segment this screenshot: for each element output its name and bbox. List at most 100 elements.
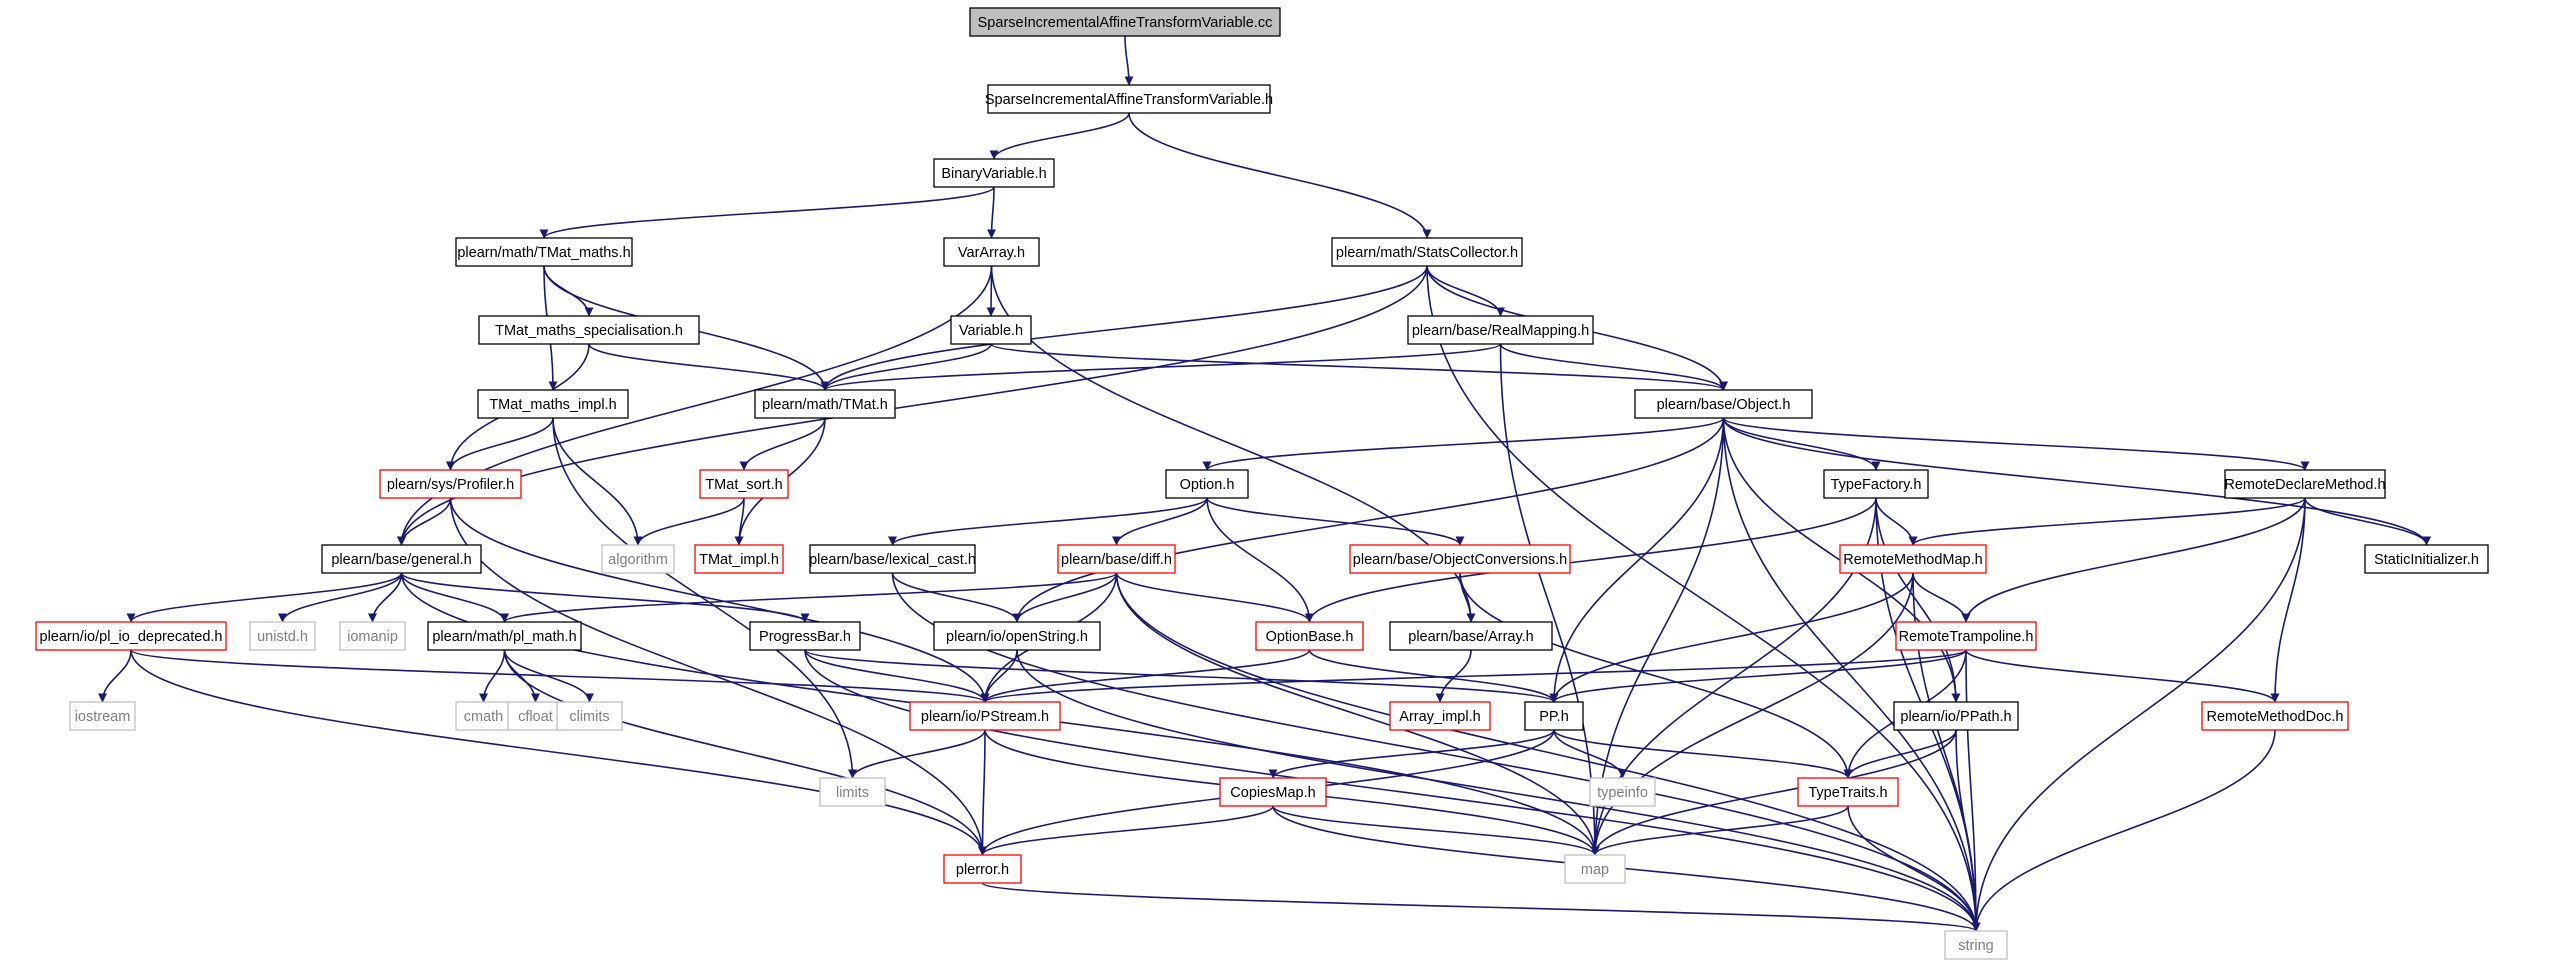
- node-plearn-io-ppath-h[interactable]: plearn/io/PPath.h: [1893, 701, 2019, 731]
- edge-plerror-to-string: [981, 882, 1981, 932]
- node-copiesmap-h[interactable]: CopiesMap.h: [1219, 777, 1327, 807]
- edge-remotedecl-to-string: [1971, 497, 2306, 932]
- edge-remotemethoddoc-to-string: [1971, 729, 2276, 932]
- node-plearn-base-object-h[interactable]: plearn/base/Object.h: [1634, 389, 1813, 419]
- node-iomanip: iomanip: [339, 621, 406, 651]
- edge-general-to-unistd: [278, 572, 403, 623]
- node-box: [1839, 544, 1987, 574]
- node-plearn-math-pl-math-h[interactable]: plearn/math/pl_math.h: [427, 621, 582, 651]
- node-label: plearn/base/general.h: [331, 552, 471, 568]
- node-label: Option.h: [1180, 477, 1235, 493]
- node-cfloat: cfloat: [507, 701, 564, 731]
- node-plearn-math-tmat-maths-h[interactable]: plearn/math/TMat_maths.h: [455, 237, 633, 267]
- edge-remotemethodmap-to-remotetramp: [1912, 572, 1971, 623]
- edge-openstring-to-string: [1016, 649, 1981, 932]
- node-plearn-math-tmat-h[interactable]: plearn/math/TMat.h: [754, 389, 896, 419]
- node-plearn-base-objectconversions-h[interactable]: plearn/base/ObjectConversions.h: [1349, 544, 1571, 574]
- node-box: [1944, 930, 2008, 960]
- edge-general-to-progressbar: [400, 572, 810, 623]
- node-tmat-maths-specialisation-h[interactable]: TMat_maths_specialisation.h: [478, 315, 700, 345]
- edge-statscoll-to-string: [1426, 265, 1981, 932]
- edge-profiler-to-general: [397, 497, 452, 546]
- node-plearn-base-diff-h[interactable]: plearn/base/diff.h: [1057, 544, 1176, 574]
- node-label: plearn/base/Object.h: [1657, 397, 1791, 413]
- edges-layer: [98, 35, 2431, 932]
- node-label: plearn/base/RealMapping.h: [1412, 323, 1589, 339]
- edge-pp-to-typeinfo: [1553, 729, 1627, 779]
- node-label: BinaryVariable.h: [941, 166, 1046, 182]
- node-label: plearn/math/StatsCollector.h: [1336, 245, 1518, 261]
- node-box: [1255, 621, 1364, 651]
- node-label: SparseIncrementalAffineTransformVariable…: [985, 92, 1273, 108]
- edge-remotedecl-to-remotemethodmap: [1908, 497, 2306, 546]
- node-remotedeclaremethod-h[interactable]: RemoteDeclareMethod.h: [2224, 469, 2386, 499]
- node-label: TypeTraits.h: [1808, 785, 1887, 801]
- node-binaryvariable-h[interactable]: BinaryVariable.h: [933, 158, 1055, 188]
- node-vararray-h[interactable]: VarArray.h: [943, 237, 1040, 267]
- edge-remotetramp-to-remotemethoddoc: [1965, 649, 2280, 703]
- node-tmat-impl-h[interactable]: TMat_impl.h: [694, 544, 784, 574]
- edge-optionbase-to-pstream: [980, 649, 1311, 703]
- node-map: map: [1564, 854, 1626, 884]
- node-box: [35, 621, 227, 651]
- edge-root-to-sitv_h: [1124, 35, 1134, 86]
- node-label: OptionBase.h: [1266, 629, 1354, 645]
- node-plearn-math-statscollector-h[interactable]: plearn/math/StatsCollector.h: [1331, 237, 1523, 267]
- node-label: TMat_maths_impl.h: [489, 397, 616, 413]
- edge-progressbar-to-pstream: [804, 649, 990, 703]
- node-plerror-h[interactable]: plerror.h: [943, 854, 1022, 884]
- node-box: [556, 701, 623, 731]
- node-option-h[interactable]: Option.h: [1165, 469, 1249, 499]
- edge-pl_io_dep-to-plerror: [130, 649, 987, 856]
- edge-remotetramp-to-pstream: [980, 649, 1967, 703]
- node-cmath: cmath: [455, 701, 512, 731]
- node-box: [1797, 777, 1899, 807]
- node-box: [321, 544, 482, 574]
- node-plearn-io-openstring-h[interactable]: plearn/io/openString.h: [933, 621, 1101, 651]
- edge-variable-to-object: [990, 343, 1728, 391]
- edge-tmat_sort-to-algorithm: [633, 497, 745, 546]
- node-variable-h[interactable]: Variable.h: [950, 315, 1032, 345]
- node-optionbase-h[interactable]: OptionBase.h: [1255, 621, 1364, 651]
- node-label: RemoteMethodDoc.h: [2206, 709, 2343, 725]
- node-array-impl-h[interactable]: Array_impl.h: [1389, 701, 1491, 731]
- node-remotemethoddoc-h[interactable]: RemoteMethodDoc.h: [2201, 701, 2349, 731]
- node-tmat-maths-impl-h[interactable]: TMat_maths_impl.h: [477, 389, 629, 419]
- edge-object-to-staticinit: [1722, 417, 2431, 546]
- node-sparseincrementalaffinetransformvariable-cc[interactable]: SparseIncrementalAffineTransformVariable…: [969, 7, 1281, 37]
- node-plearn-io-pstream-h[interactable]: plearn/io/PStream.h: [909, 701, 1061, 731]
- edge-copiesmap-to-plerror: [978, 805, 1274, 856]
- edge-object-to-pp: [1549, 417, 1725, 703]
- node-plearn-base-array-h[interactable]: plearn/base/Array.h: [1389, 621, 1553, 651]
- node-limits: limits: [819, 777, 886, 807]
- node-box: [1165, 469, 1249, 499]
- node-label: typeinfo: [1597, 785, 1648, 801]
- node-box: [1524, 701, 1584, 731]
- edge-typefactory-to-optionbase: [1305, 497, 1877, 623]
- edge-progressbar-to-pp: [804, 649, 1559, 703]
- node-pp-h[interactable]: PP.h: [1524, 701, 1584, 731]
- node-sparseincrementalaffinetransformvariable-h[interactable]: SparseIncrementalAffineTransformVariable…: [985, 84, 1273, 114]
- node-remotetrampoline-h[interactable]: RemoteTrampoline.h: [1895, 621, 2037, 651]
- node-staticinitializer-h[interactable]: StaticInitializer.h: [2364, 544, 2489, 574]
- node-box: [950, 315, 1032, 345]
- node-typefactory-h[interactable]: TypeFactory.h: [1823, 469, 1929, 499]
- node-plearn-base-general-h[interactable]: plearn/base/general.h: [321, 544, 482, 574]
- node-label: ProgressBar.h: [759, 629, 851, 645]
- node-plearn-base-lexical-cast-h[interactable]: plearn/base/lexical_cast.h: [809, 544, 976, 574]
- node-plearn-base-realmapping-h[interactable]: plearn/base/RealMapping.h: [1407, 315, 1594, 345]
- node-remotemethodmap-h[interactable]: RemoteMethodMap.h: [1839, 544, 1987, 574]
- node-label: plearn/io/PStream.h: [921, 709, 1049, 725]
- node-plearn-io-pl-io-deprecated-h[interactable]: plearn/io/pl_io_deprecated.h: [35, 621, 227, 651]
- node-tmat-sort-h[interactable]: TMat_sort.h: [699, 469, 789, 499]
- node-plearn-sys-profiler-h[interactable]: plearn/sys/Profiler.h: [379, 469, 522, 499]
- edge-remotedecl-to-staticinit: [2304, 497, 2431, 546]
- edge-pl_math-to-cmath: [479, 649, 506, 703]
- node-label: plerror.h: [956, 862, 1009, 878]
- node-progressbar-h[interactable]: ProgressBar.h: [749, 621, 861, 651]
- node-label: plearn/base/diff.h: [1061, 552, 1172, 568]
- node-label: string: [1958, 938, 1993, 954]
- node-box: [455, 701, 512, 731]
- node-typetraits-h[interactable]: TypeTraits.h: [1797, 777, 1899, 807]
